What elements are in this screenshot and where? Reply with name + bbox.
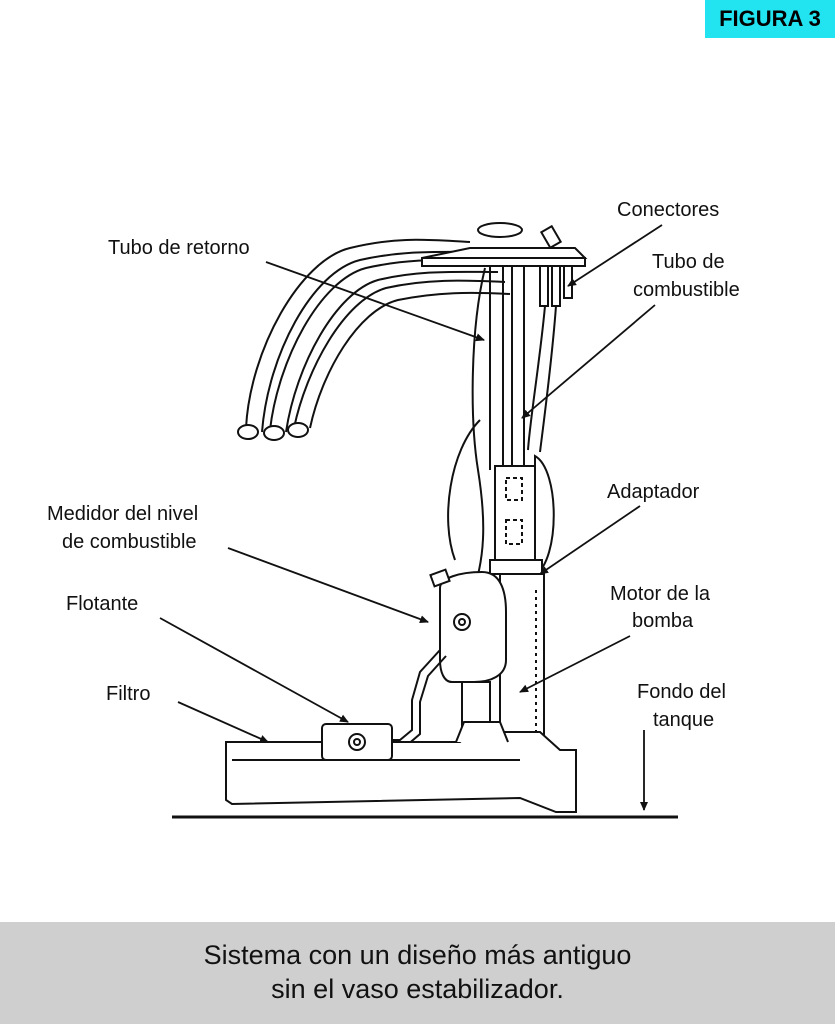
arrow-medidor <box>227 547 429 623</box>
label-fondo-1: Fondo del <box>637 681 726 703</box>
connectors <box>539 265 573 307</box>
caption-bar: Sistema con un diseño más antiguo sin el… <box>0 922 835 1024</box>
fuel-pump-diagram: Tubo de retorno Conectores Tubo de combu… <box>47 199 740 819</box>
label-flotante: Flotante <box>66 593 138 615</box>
caption-line-2: sin el vaso estabilizador. <box>271 974 564 1004</box>
caption-line-1: Sistema con un diseño más antiguo <box>203 940 632 971</box>
label-motor-2: bomba <box>632 610 694 632</box>
pump-motor <box>499 573 545 753</box>
label-medidor-1: Medidor del nivel <box>47 503 198 525</box>
arrow-tubo-combustible <box>521 304 656 419</box>
label-tubo-combustible-1: Tubo de <box>652 251 725 273</box>
label-adaptador: Adaptador <box>607 481 700 503</box>
arrow-adaptador <box>539 505 641 575</box>
adapter <box>489 454 555 577</box>
filter <box>321 723 393 761</box>
arrow-motor <box>519 635 631 693</box>
label-medidor-2: de combustible <box>62 531 197 553</box>
label-motor-1: Motor de la <box>610 583 711 605</box>
label-fondo-2: tanque <box>653 709 714 731</box>
label-filtro: Filtro <box>106 683 150 705</box>
figure-badge: FIGURA 3 <box>705 0 835 38</box>
arrow-conectores <box>567 224 663 287</box>
label-tubo-combustible-2: combustible <box>633 279 740 301</box>
arrow-filtro <box>177 701 269 743</box>
vertical-tubes <box>447 266 557 601</box>
base-housing <box>225 721 577 813</box>
mounting-flange <box>421 222 588 267</box>
label-conectores: Conectores <box>617 199 719 221</box>
arrow-flotante <box>159 617 349 723</box>
label-tubo-retorno: Tubo de retorno <box>108 237 250 259</box>
level-sender <box>429 568 507 743</box>
arrow-tubo-retorno <box>265 261 485 342</box>
leader-arrows <box>159 224 663 811</box>
hose-ends <box>237 422 309 441</box>
